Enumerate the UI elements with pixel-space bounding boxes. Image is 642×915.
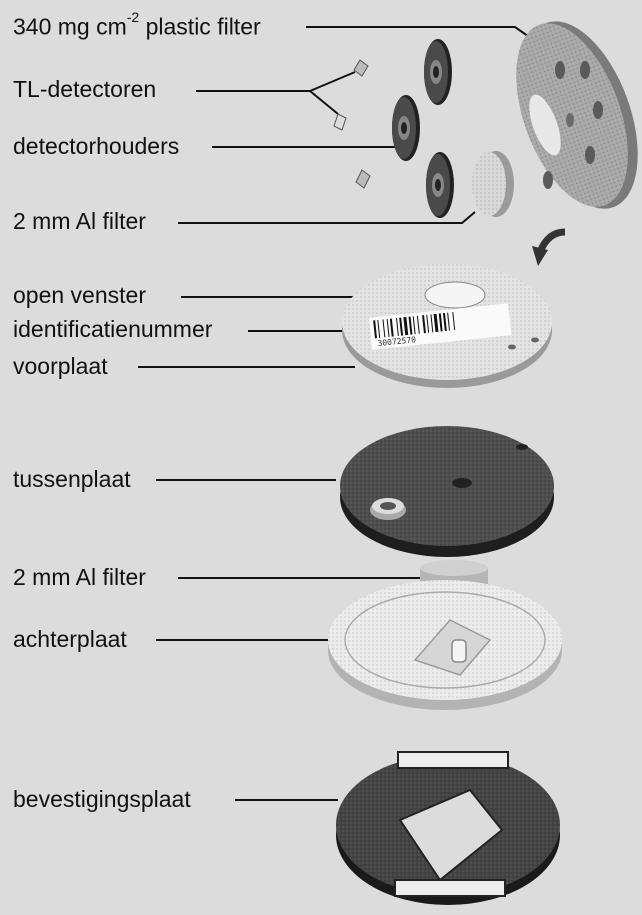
tl-chip-1 bbox=[354, 60, 368, 76]
middle-plate bbox=[340, 426, 554, 557]
flip-arrow-icon bbox=[532, 232, 565, 266]
tl-chip-3 bbox=[356, 170, 370, 188]
leader-plastic-filter bbox=[306, 27, 545, 48]
detector-holder-1 bbox=[424, 39, 452, 105]
plastic-filter-disc bbox=[494, 6, 642, 224]
label-id-number: identificatienummer bbox=[13, 318, 212, 341]
label-plastic-filter: 340 mg cm-2 plastic filter bbox=[13, 14, 261, 39]
label-mounting-plate: bevestigingsplaat bbox=[13, 788, 191, 811]
label-back-plate: achterplaat bbox=[13, 628, 127, 651]
label-plastic-filter-rest: plastic filter bbox=[139, 14, 260, 40]
mounting-slot-top bbox=[398, 752, 508, 768]
label-detector-holders: detectorhouders bbox=[13, 135, 179, 158]
mounting-slot-bottom bbox=[395, 880, 505, 896]
label-middle-plate: tussenplaat bbox=[13, 468, 131, 491]
front-plate: 30072570 bbox=[342, 264, 552, 388]
open-window-hole bbox=[425, 282, 485, 308]
label-plastic-filter-main: 340 mg cm bbox=[13, 14, 127, 40]
label-al-filter-top: 2 mm Al filter bbox=[13, 210, 146, 233]
label-front-plate: voorplaat bbox=[13, 355, 108, 378]
leader-tl-detectors-b bbox=[310, 91, 338, 114]
leader-tl-detectors-a bbox=[310, 72, 355, 91]
detector-holder-3 bbox=[426, 152, 454, 218]
label-plastic-filter-exponent: -2 bbox=[127, 9, 139, 25]
label-al-filter-bottom: 2 mm Al filter bbox=[13, 566, 146, 589]
leader-al-filter-top bbox=[178, 212, 475, 223]
tl-chip-2 bbox=[334, 114, 346, 130]
back-plate bbox=[328, 580, 562, 710]
mounting-plate bbox=[336, 752, 560, 905]
detector-holder-2 bbox=[392, 95, 420, 161]
label-open-window: open venster bbox=[13, 284, 146, 307]
detector-holders bbox=[392, 39, 454, 218]
al-filter-top-disc bbox=[472, 151, 514, 217]
label-tl-detectors: TL-detectoren bbox=[13, 78, 156, 101]
